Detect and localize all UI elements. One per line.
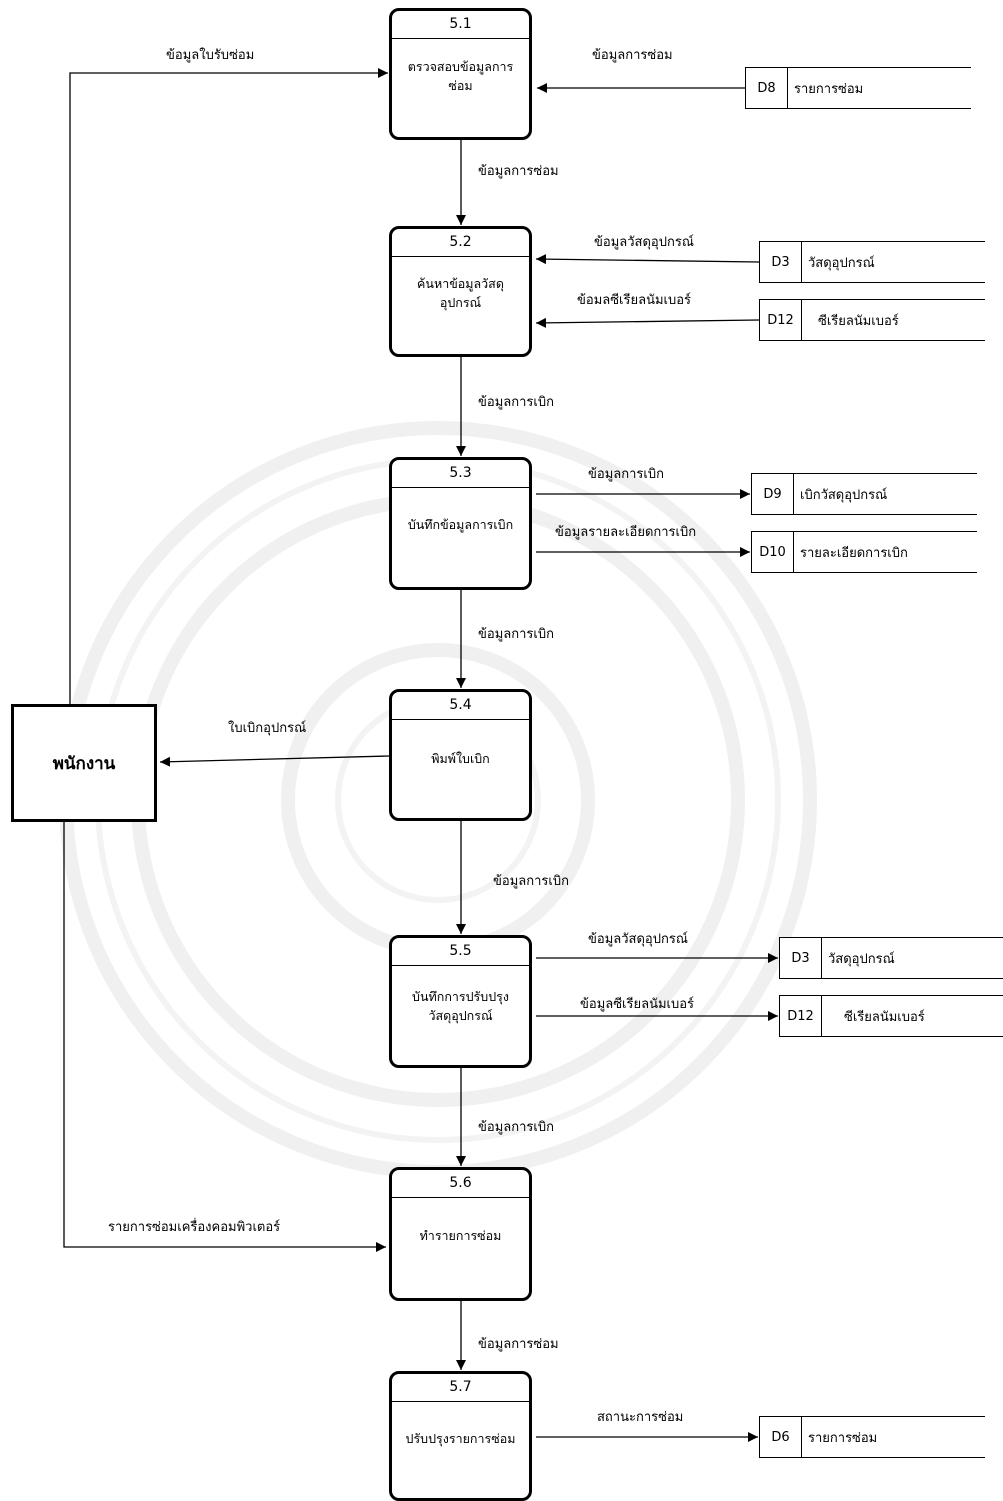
data-store-d10: D10 รายละเอียดการเบิก [751, 531, 977, 573]
flow-label: ข้อมลซีเรียลนัมเบอร์ [577, 293, 692, 308]
store-id: D12 [760, 300, 802, 340]
flow-label: ข้อมูลการเบิก [493, 874, 569, 889]
flow-label: ข้อมูลวัสดุอุปกรณ์ [594, 235, 694, 250]
data-store-d12-update: D12 ซีเรียลนัมเบอร์ [779, 995, 1003, 1037]
flow-label: ข้อมูลการซ่อม [478, 164, 559, 179]
store-id: D10 [752, 532, 794, 572]
process-id: 5.6 [392, 1170, 529, 1198]
process-name: ทำรายการซ่อม [419, 1228, 502, 1243]
flow-employee-to-5-6 [63, 822, 386, 1252]
data-store-d3: D3 วัสดุอุปกรณ์ [759, 241, 985, 283]
process-name: ปรับปรุงรายการซ่อม [405, 1431, 516, 1446]
process-name: พิมพ์ใบเบิก [431, 751, 490, 766]
process-5-2: 5.2 ค้นหาข้อมูลวัสดุ อุปกรณ์ [389, 226, 532, 357]
flow-label: ข้อมูลรายละเอียดการเบิก [555, 525, 697, 540]
process-5-1: 5.1 ตรวจสอบข้อมูลการ ซ่อม [389, 8, 532, 140]
process-id: 5.3 [392, 460, 529, 488]
process-5-5: 5.5 บันทึกการปรับปรุง วัสดุอุปกรณ์ [389, 935, 532, 1068]
process-id: 5.7 [392, 1374, 529, 1402]
store-id: D3 [780, 938, 822, 978]
data-store-d9: D9 เบิกวัสดุอุปกรณ์ [751, 473, 977, 515]
store-id: D3 [760, 242, 802, 282]
flow-employee-to-5-1 [69, 68, 388, 704]
flow-label: ข้อมูลใบรับซ่อม [166, 48, 255, 63]
process-name: บันทึกการปรับปรุง วัสดุอุปกรณ์ [412, 989, 509, 1023]
store-name: วัสดุอุปกรณ์ [828, 951, 895, 967]
store-name: รายการซ่อม [808, 1430, 878, 1446]
flow-label: ข้อมูลการเบิก [478, 1120, 554, 1135]
data-store-d3-update: D3 วัสดุอุปกรณ์ [779, 937, 1003, 979]
store-name: ซีเรียลนัมเบอร์ [844, 1009, 925, 1025]
process-id: 5.5 [392, 938, 529, 966]
flow-label: ข้อมูลซีเรียลนัมเบอร์ [580, 997, 695, 1012]
process-name: ตรวจสอบข้อมูลการ ซ่อม [407, 59, 514, 93]
store-id: D6 [760, 1417, 802, 1457]
store-name: รายการซ่อม [794, 81, 864, 97]
external-entity-employee: พนักงาน [11, 704, 157, 822]
flow-label: สถานะการซ่อม [597, 1410, 684, 1425]
flow-5-4-to-employee [159, 755, 390, 767]
process-id: 5.4 [392, 692, 529, 720]
store-name: ซีเรียลนัมเบอร์ [818, 313, 899, 329]
store-name: รายละเอียดการเบิก [800, 545, 908, 561]
flow-d3-to-5-2 [535, 254, 760, 265]
process-name: ค้นหาข้อมูลวัสดุ อุปกรณ์ [417, 276, 504, 310]
process-id: 5.2 [392, 229, 529, 257]
process-id: 5.1 [392, 11, 529, 39]
flow-label: ข้อมูลการเบิก [478, 395, 554, 410]
flow-label: ข้อมูลการซ่อม [478, 1337, 559, 1352]
process-5-7: 5.7 ปรับปรุงรายการซ่อม [389, 1371, 532, 1501]
flow-label: รายการซ่อมเครื่องคอมพิวเตอร์ [108, 1220, 281, 1235]
store-name: เบิกวัสดุอุปกรณ์ [800, 487, 888, 503]
data-store-d8: D8 รายการซ่อม [745, 67, 971, 109]
store-id: D12 [780, 996, 822, 1036]
flow-label: ข้อมูลการซ่อม [592, 48, 673, 63]
flow-label: ข้อมูลการเบิก [588, 467, 664, 482]
process-5-3: 5.3 บันทึกข้อมูลการเบิก [389, 457, 532, 590]
process-name: บันทึกข้อมูลการเบิก [407, 517, 514, 532]
data-store-d6: D6 รายการซ่อม [759, 1416, 985, 1458]
store-id: D8 [746, 68, 788, 108]
flow-label: ข้อมูลการเบิก [478, 627, 554, 642]
flow-label: ข้อมูลวัสดุอุปกรณ์ [588, 932, 688, 947]
entity-label: พนักงาน [52, 753, 116, 774]
data-store-d12: D12 ซีเรียลนัมเบอร์ [759, 299, 985, 341]
process-5-6: 5.6 ทำรายการซ่อม [389, 1167, 532, 1301]
process-5-4: 5.4 พิมพ์ใบเบิก [389, 689, 532, 821]
flow-d12-to-5-2 [535, 317, 760, 328]
store-id: D9 [752, 474, 794, 514]
store-name: วัสดุอุปกรณ์ [808, 255, 875, 271]
flow-label: ใบเบิกอุปกรณ์ [228, 721, 307, 736]
